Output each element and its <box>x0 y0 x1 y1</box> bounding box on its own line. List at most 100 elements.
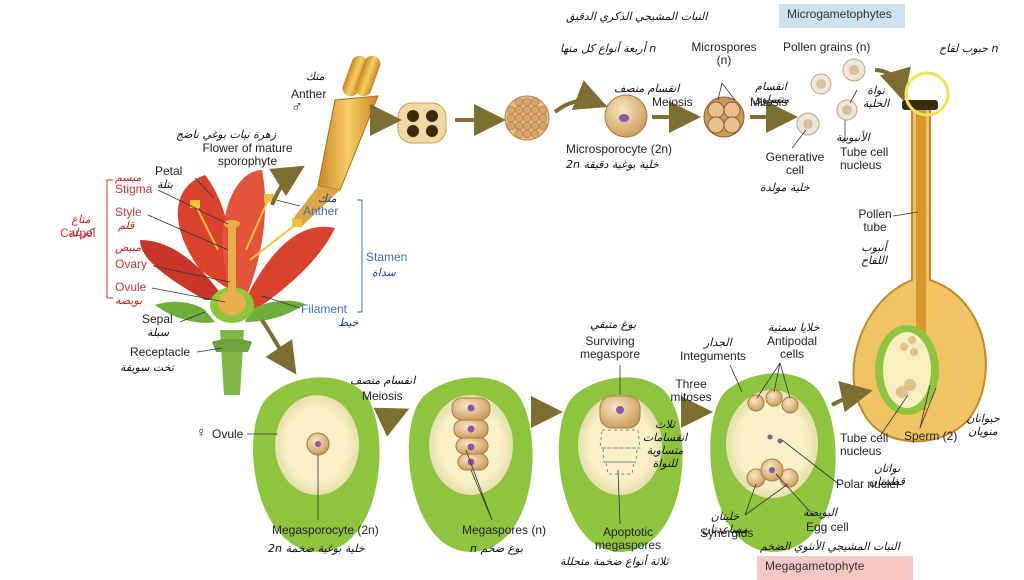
label-megasporocyte: Megasporocyte (2n) <box>272 523 379 537</box>
label-meiosis-top: Meiosis <box>652 95 693 109</box>
sporangium-cell <box>538 113 548 123</box>
sporangium-cell <box>530 129 540 139</box>
label-sepal: Sepal <box>142 312 173 326</box>
label-meiosis-bottom: Meiosis <box>362 389 403 403</box>
arabic-anther-top: متك <box>306 70 325 83</box>
arabic-integuments: الجدار <box>704 336 732 349</box>
arabic-egg: البويضة <box>803 506 837 519</box>
sporangium-cell <box>514 97 524 107</box>
label-mitosis: Mitosis <box>750 95 788 109</box>
label-synergids: Synergids <box>700 526 754 540</box>
label-tube-cell-nucleus-top: Tube cell nucleus <box>840 145 889 172</box>
arabic-ovary: مبيض <box>115 241 142 254</box>
arabic-mega-title: النبات المشيجي الأنثوي الضخم <box>760 540 900 553</box>
arabic-megaspore: n بوغ ضخم <box>470 542 524 555</box>
ovule-stage-2 <box>408 377 533 552</box>
anther-structure <box>292 55 381 228</box>
anther-cross-section <box>397 102 447 144</box>
arabic-mitosis: انقسام متساوي <box>752 80 790 106</box>
label-microspores: Microspores (n) <box>691 40 757 67</box>
microsporocyte-cell <box>604 94 648 138</box>
label-pollen-tube: Pollen tube <box>858 207 892 234</box>
label-surviving-megaspore: Surviving megaspore <box>579 334 641 361</box>
sporangium-cell <box>522 97 532 107</box>
label-anther-right: Anther <box>303 204 339 218</box>
sporangium-cell <box>506 105 516 115</box>
arabic-ovule: بويضة <box>115 294 143 307</box>
arabic-sperm: حيوانان منويان <box>966 412 1000 438</box>
sporangium-cell <box>538 121 548 131</box>
sporangium-cell <box>514 129 524 139</box>
sporangium-cell <box>514 105 524 115</box>
female-symbol: ♀ <box>196 424 207 440</box>
sporangium-cell <box>522 121 532 131</box>
label-anther-top: Anther <box>291 87 327 101</box>
arabic-style: قلم <box>118 219 135 232</box>
sporangium-cell <box>538 105 548 115</box>
arabic-polar: نواتان قطبيتان <box>869 462 905 488</box>
sporangium-cell <box>530 121 540 131</box>
arabic-generative: خلية مولدة <box>760 181 810 194</box>
sporangium-cell <box>506 121 516 131</box>
sporangium-cell <box>514 113 524 123</box>
arabic-petal: بتلة <box>157 178 173 191</box>
sporangium-cell <box>506 113 516 123</box>
sporangium-cell <box>522 105 532 115</box>
arabic-synergids: خليتان مساعدتان <box>702 510 748 536</box>
bottom-process-arrows <box>373 381 873 437</box>
label-stigma: Stigma <box>115 182 153 196</box>
label-egg-cell: Egg cell <box>806 520 849 534</box>
ovule-stage-3 <box>558 377 683 552</box>
label-receptacle: Receptacle <box>130 345 191 359</box>
arabic-pollen: حبوب لقاح n <box>939 42 999 55</box>
microgametophytes-tag: Microgametophytes <box>779 4 905 28</box>
label-flower: Flower of mature sporophyte <box>202 141 293 168</box>
sporangium-cell <box>530 105 540 115</box>
flower-illustration <box>140 170 335 395</box>
arabic-sepal: سبلة <box>147 326 170 339</box>
sporangium-cell <box>522 129 532 139</box>
right-margin <box>1008 0 1024 576</box>
label-integuments: Integuments <box>680 349 747 363</box>
label-style: Style <box>115 205 142 219</box>
pollen-grains <box>796 58 866 136</box>
arabic-filament: خيط <box>338 316 359 329</box>
arabic-micro-cell: 2n خلية بوغية دقيقة <box>566 158 659 171</box>
sporangium-cell <box>530 97 540 107</box>
arabic-tube: الأنبوبية <box>836 131 870 144</box>
arabic-mega-cell: 2n خلية بوغية ضخمة <box>268 542 365 555</box>
label-stamen: Stamen <box>366 250 408 264</box>
label-petal: Petal <box>155 164 183 178</box>
arabic-stamen: سداة <box>372 266 396 279</box>
label-sperm: Sperm (2) <box>904 429 958 443</box>
arabic-anther-right: متك <box>318 192 337 205</box>
label-antipodal-cells: Antipodal cells <box>766 334 818 361</box>
label-tube-cell-nucleus-bottom: Tube cell nucleus <box>840 431 889 458</box>
megagametophyte-tag: Megagametophyte <box>757 556 913 580</box>
label-ovary: Ovary <box>115 257 148 271</box>
label-pollen-grains: Pollen grains (n) <box>783 40 871 54</box>
arabic-reduction-top: انقسام منصف <box>614 82 680 95</box>
label-filament: Filament <box>301 302 348 316</box>
label-megaspores: Megaspores (n) <box>462 523 547 537</box>
arabic-stigma: ميسم <box>115 171 142 184</box>
arabic-micro-title: النبات المشيجي الذكري الدقيق <box>566 10 708 23</box>
arabic-nucleus: نواة الخلية <box>862 84 890 110</box>
arabic-apoptotic: ثلاثة أنواع ضخمة متحللة <box>560 555 669 568</box>
arabic-carpel: متاع كربلة <box>69 213 93 239</box>
label-carpel: Carpel <box>60 226 96 240</box>
sporangium-cell <box>514 121 524 131</box>
arabic-receptacle: تخت سويقة <box>120 361 174 374</box>
arabic-antipodal: خلايا سمتية <box>768 321 820 334</box>
label-generative-cell: Generative cell <box>765 150 825 177</box>
male-symbol: ♂ <box>291 99 303 116</box>
label-three-mitoses: Three mitoses <box>670 377 712 404</box>
arabic-four-types: أربعة أنواع كل منها n <box>560 42 657 55</box>
sporangium-cell <box>522 113 532 123</box>
arabic-surviving: بوغ متبقي <box>590 318 637 331</box>
top-process-arrows <box>260 66 911 375</box>
label-apoptotic-megaspores: Apoptotic megaspores <box>594 525 662 552</box>
label-ovule-flower: Ovule <box>115 280 147 294</box>
pollen-tube-ovule <box>852 71 987 443</box>
